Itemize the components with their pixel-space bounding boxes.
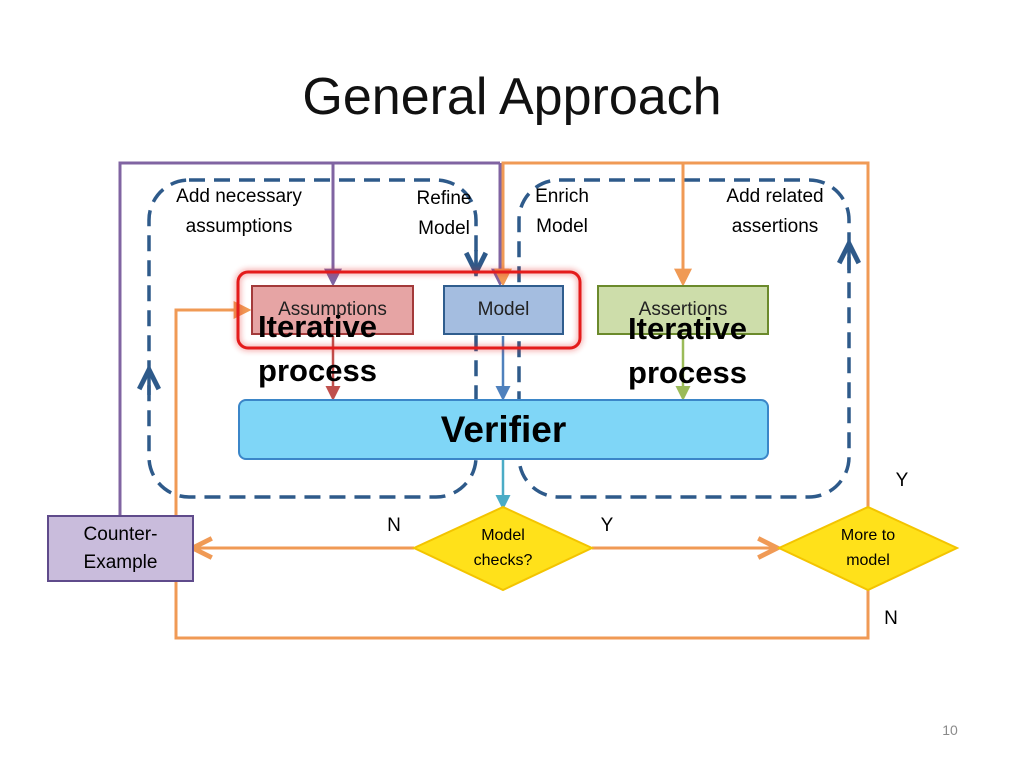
- label-enrich-model-text: Enrich Model: [535, 186, 589, 237]
- model-checks-text: Model checks?: [473, 527, 533, 569]
- assumptions-label: Assumptions: [278, 299, 387, 320]
- branch-y-model-checks: Y: [600, 515, 614, 536]
- label-refine-model-text: Refine Model: [416, 188, 472, 239]
- assertions-label: Assertions: [638, 299, 728, 320]
- label-add-assumptions-text: Add necessary assumptions: [176, 186, 302, 237]
- branch-n-more-to-model: N: [884, 608, 898, 629]
- branch-y-more-to-model: Y: [895, 470, 909, 491]
- iterative-process-right-text: Iterative process: [628, 311, 747, 390]
- model-label: Model: [477, 299, 530, 320]
- more-to-model-diamond: [776, 505, 960, 592]
- label-add-assertions: Add related assertions: [700, 182, 850, 242]
- more-to-model-text: More to model: [840, 527, 896, 569]
- more-to-model-yes-line: [494, 161, 870, 507]
- left-iteration-loop: [147, 178, 478, 499]
- model-box: Model: [443, 285, 564, 335]
- model-checks-diamond: [411, 505, 595, 592]
- iterative-process-left-text: Iterative process: [258, 309, 377, 388]
- assertions-box: Assertions: [597, 285, 769, 335]
- more-to-model-decision: More to model: [813, 523, 923, 573]
- label-add-assumptions: Add necessary assumptions: [156, 182, 322, 242]
- page-number: 10: [942, 722, 958, 738]
- branch-n-model-checks: N: [387, 515, 401, 536]
- assumptions-box: Assumptions: [251, 285, 414, 335]
- iterative-process-left: Iterative process: [230, 305, 405, 393]
- label-enrich-model: Enrich Model: [518, 182, 606, 242]
- model-checks-decision: Model checks?: [448, 523, 558, 573]
- counter-example-box: Counter- Example: [47, 515, 194, 582]
- counter-example-feedback-line: [118, 161, 500, 515]
- highlight-box: [236, 270, 582, 350]
- iterative-process-right: Iterative process: [600, 307, 775, 395]
- more-to-model-no-line: [174, 301, 870, 640]
- verifier-box: Verifier: [238, 399, 769, 460]
- slide-title: General Approach: [302, 68, 722, 126]
- counter-example-label: Counter- Example: [83, 523, 158, 573]
- label-add-assertions-text: Add related assertions: [726, 186, 824, 237]
- label-refine-model: Refine Model: [400, 184, 488, 244]
- verifier-label: Verifier: [440, 408, 567, 450]
